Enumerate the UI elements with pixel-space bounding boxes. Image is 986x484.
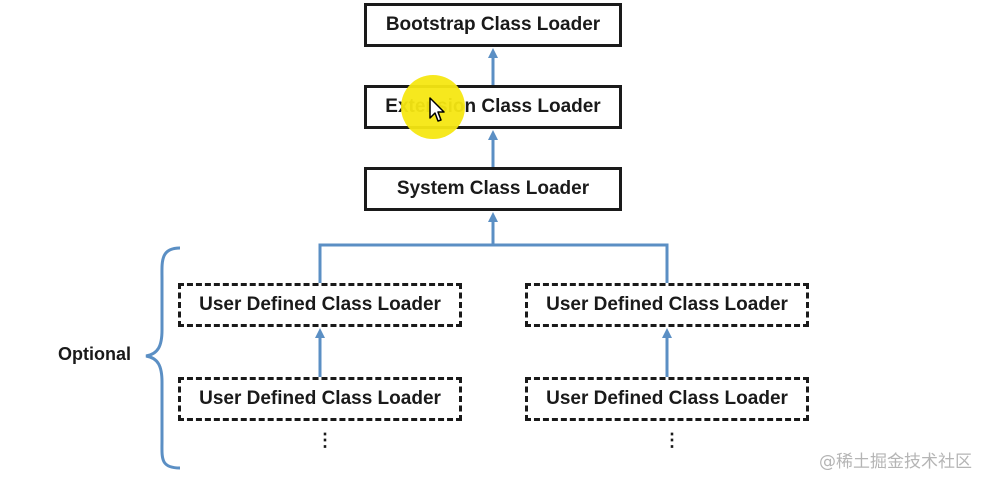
watermark: @稀土掘金技术社区 bbox=[819, 452, 972, 472]
connector-user-defined-to-system bbox=[318, 243, 669, 283]
continuation-dots-left: ⋮ bbox=[316, 430, 334, 450]
continuation-dots-right: ⋮ bbox=[663, 430, 681, 450]
user-defined-class-loader-box-2: User Defined Class Loader bbox=[525, 283, 809, 327]
user-defined-class-loader-box-3: User Defined Class Loader bbox=[178, 377, 462, 421]
bootstrap-class-loader-box: Bootstrap Class Loader bbox=[364, 3, 622, 47]
user-defined-class-loader-box-1: User Defined Class Loader bbox=[178, 283, 462, 327]
system-class-loader-box: System Class Loader bbox=[364, 167, 622, 211]
mouse-pointer-icon bbox=[429, 97, 445, 122]
user-defined-class-loader-box-4: User Defined Class Loader bbox=[525, 377, 809, 421]
optional-label: Optional bbox=[58, 344, 131, 364]
optional-brace bbox=[145, 246, 181, 470]
